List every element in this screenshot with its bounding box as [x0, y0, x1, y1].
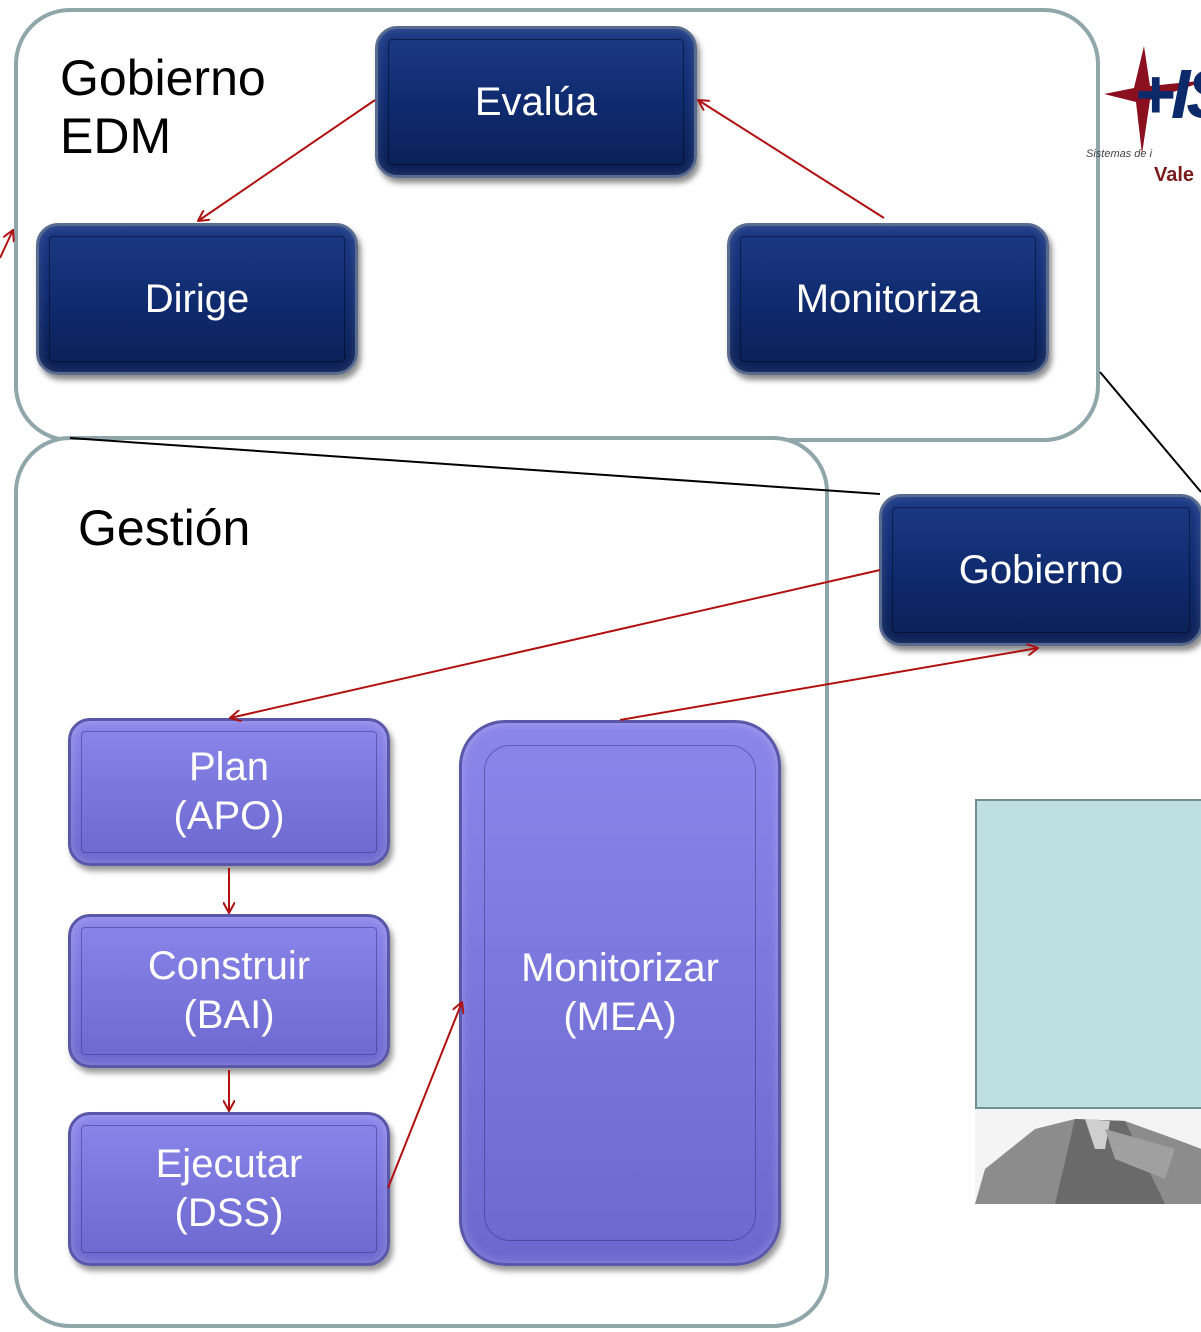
ejecutar-node[interactable]: Ejecutar (DSS)	[68, 1112, 390, 1266]
monitorizar-label-line1: Monitorizar	[521, 946, 719, 991]
plan-node[interactable]: Plan (APO)	[68, 718, 390, 866]
plan-label: Plan (APO)	[173, 743, 284, 841]
monitorizar-label-line2: (MEA)	[563, 995, 677, 1039]
gobierno-group-title: Gobierno EDM	[60, 50, 266, 165]
logo-tagline: Sistemas de i	[1086, 148, 1153, 160]
photo-placeholder-panel	[975, 799, 1201, 1109]
construir-label: Construir (BAI)	[148, 942, 310, 1040]
gobierno-label: Gobierno	[958, 547, 1124, 592]
gestion-group-title: Gestión	[78, 500, 251, 556]
evalua-label: Evalúa	[474, 79, 598, 124]
construir-node[interactable]: Construir (BAI)	[68, 914, 390, 1068]
monitoriza-label: Monitoriza	[795, 276, 981, 321]
evalua-node[interactable]: Evalúa	[375, 26, 697, 178]
gobierno-node[interactable]: Gobierno	[879, 494, 1201, 646]
gobierno-title-line2: EDM	[60, 107, 172, 164]
monitorizar-node[interactable]: Monitorizar (MEA)	[459, 720, 781, 1266]
ejecutar-label-line2: (DSS)	[174, 1191, 284, 1235]
gobierno-title-line1: Gobierno	[60, 50, 266, 106]
logo-mark-text: +IS	[1134, 55, 1201, 133]
connector-group-to-gobierno	[1099, 371, 1201, 493]
isv-logo: +IS Sistemas de i Vale	[1086, 36, 1201, 186]
dirige-label: Dirige	[144, 276, 250, 321]
photo-shirt-graphic	[975, 1109, 1201, 1204]
construir-label-line1: Construir	[147, 944, 311, 989]
presenter-photo	[975, 799, 1201, 1204]
plan-label-line2: (APO)	[173, 794, 285, 838]
logo-sub: Vale	[1154, 164, 1195, 186]
monitoriza-node[interactable]: Monitoriza	[727, 223, 1049, 375]
monitorizar-label: Monitorizar (MEA)	[521, 944, 719, 1042]
ejecutar-label-line1: Ejecutar	[155, 1142, 303, 1187]
construir-label-line2: (BAI)	[183, 993, 275, 1037]
plan-label-line1: Plan	[188, 745, 270, 790]
arrow-into-edm	[0, 230, 13, 259]
dirige-node[interactable]: Dirige	[36, 223, 358, 375]
ejecutar-label: Ejecutar (DSS)	[156, 1140, 303, 1238]
